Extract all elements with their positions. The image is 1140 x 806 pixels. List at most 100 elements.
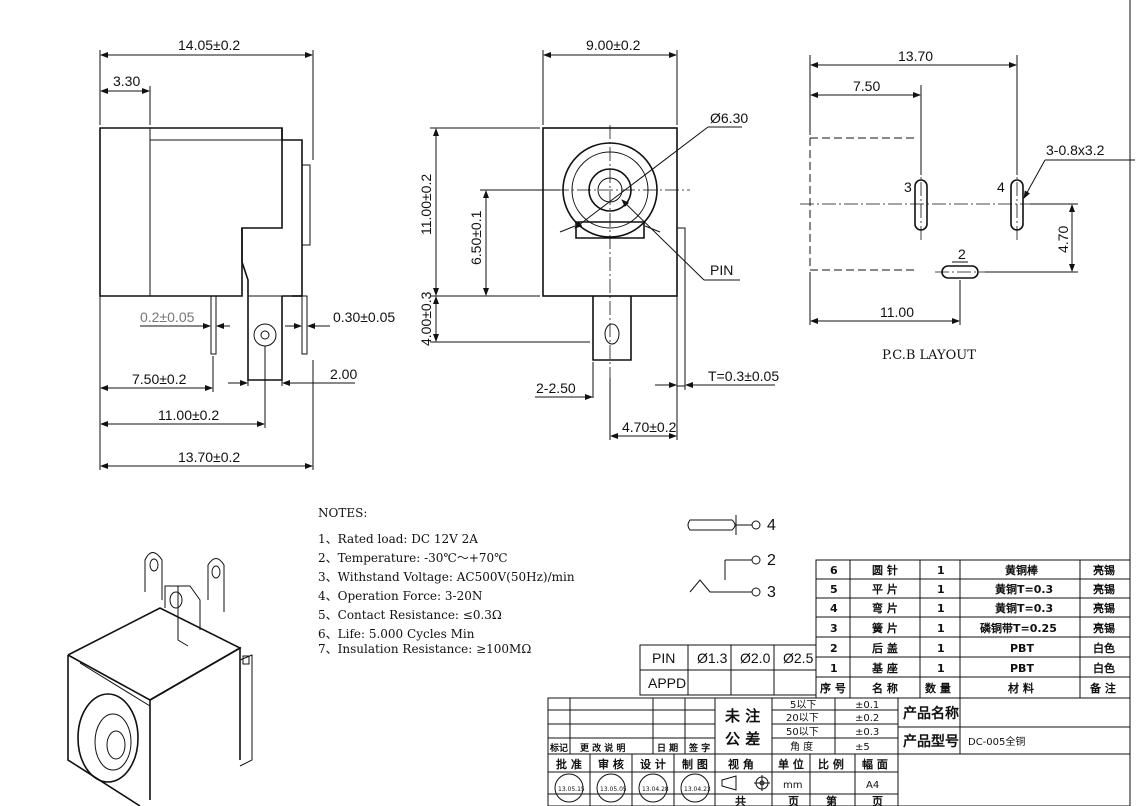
revision-header: 日 期 <box>657 742 678 754</box>
pin-label: PIN <box>710 262 733 278</box>
bom-cell: 亮锡 <box>1093 563 1115 577</box>
pin-table-header: Ø1.3 <box>697 650 728 666</box>
pcb-layout <box>800 55 1135 325</box>
bom-cell: 1 <box>937 642 945 655</box>
sign-header: 设 计 <box>640 757 666 771</box>
bom-cell: 1 <box>937 602 945 615</box>
dim-pin-width: 2-2.50 <box>536 380 576 396</box>
bom-header: 序 号 <box>820 681 846 695</box>
dim-pcb-first: 7.50 <box>853 78 880 94</box>
bom-cell: 白色 <box>1093 641 1115 655</box>
note-item: 5、Contact Resistance: ≤0.3Ω <box>318 608 502 622</box>
dim-pcb-total: 13.70 <box>898 48 933 64</box>
bom-cell: 黄铜T=0.3 <box>995 601 1053 615</box>
dim-pin2: 11.00±0.2 <box>158 407 219 423</box>
tolerance-value: ±0.3 <box>855 727 879 738</box>
dim-overall-bottom: 13.70±0.2 <box>178 449 240 465</box>
bom-cell: 6 <box>830 564 838 577</box>
note-item: 7、Insulation Resistance: ≥100MΩ <box>318 642 531 656</box>
approval-stamp <box>596 773 626 803</box>
approval-stamp <box>554 773 584 803</box>
bom-cell: 亮锡 <box>1093 621 1115 635</box>
paper-value: A4 <box>866 780 879 791</box>
bom-cell: 白色 <box>1093 661 1115 675</box>
stamp-date: 13.05.05 <box>600 786 627 793</box>
bom-header: 备 注 <box>1089 681 1116 695</box>
dim-pin-thickness-left: 0.2±0.05 <box>140 309 195 325</box>
pcb-pin-4-label: 4 <box>997 179 1005 195</box>
view-header: 比 例 <box>818 757 844 771</box>
pcb-pin-2-label: 2 <box>958 246 966 262</box>
approval-stamp <box>638 773 668 803</box>
product-name-label: 产品名称 <box>903 705 959 722</box>
revision-header: 签 字 <box>688 742 710 754</box>
sign-header: 制 图 <box>682 757 708 771</box>
bom-cell: 4 <box>830 602 838 615</box>
dim-pcb-vertical: 4.70 <box>1055 226 1071 253</box>
revision-header: 标记 <box>549 742 568 754</box>
bom-header: 名 称 <box>872 681 898 695</box>
bom-cell: PBT <box>1010 662 1034 675</box>
tolerance-label: 公 差 <box>725 730 760 748</box>
dim-hole: Ø6.30 <box>710 110 748 126</box>
dim-pcb-bottom: 11.00 <box>880 304 914 320</box>
bom-table <box>815 559 1131 699</box>
bom-cell: 1 <box>937 564 945 577</box>
bom-cell: 2 <box>830 642 838 655</box>
tolerance-range: 角 度 <box>790 740 813 753</box>
unit-value: mm <box>783 780 802 791</box>
notes-heading: NOTES: <box>318 506 367 520</box>
projection-symbol-icon <box>721 775 737 791</box>
note-item: 4、Operation Force: 3-20N <box>318 589 482 603</box>
stamp-date: 13.05.15 <box>558 786 585 793</box>
dim-pin-position: 4.70±0.2 <box>622 419 677 435</box>
schematic-pin-4: 4 <box>767 517 776 534</box>
page-label: 页 <box>872 795 883 806</box>
side-body <box>99 127 283 297</box>
slot-3 <box>914 179 928 231</box>
page-label: 共 <box>735 794 746 806</box>
approval-stamp <box>680 773 710 803</box>
bom-cell: 后 盖 <box>872 641 898 655</box>
bom-cell: 圆 针 <box>872 563 898 577</box>
bom-cell: 5 <box>830 583 838 596</box>
bom-cell: 磷铜带T=0.25 <box>980 621 1057 635</box>
pcb-caption: P.C.B LAYOUT <box>882 348 976 363</box>
dim-front-center: 6.50±0.1 <box>468 210 484 265</box>
note-item: 3、Withstand Voltage: AC500V(50Hz)/min <box>318 570 575 584</box>
tolerance-label: 未 注 <box>724 707 760 725</box>
slot-spec: 3-0.8x3.2 <box>1046 142 1105 158</box>
front-view <box>430 50 775 440</box>
bom-cell: 基 座 <box>871 661 898 675</box>
bom-cell: 簧 片 <box>872 621 898 635</box>
tolerance-value: ±0.1 <box>855 700 879 711</box>
bom-cell: 黄铜棒 <box>1005 563 1039 577</box>
pcb-pin-3-label: 3 <box>904 179 912 195</box>
dim-thickness: T=0.3±0.05 <box>708 368 779 384</box>
bom-cell: 弯 片 <box>872 601 898 615</box>
pin-table-header: Ø2.5 <box>783 650 814 666</box>
isometric-view <box>67 552 253 806</box>
sign-header: 批 准 <box>556 757 582 771</box>
product-model: DC-005全铜 <box>968 735 1025 748</box>
title-block <box>547 697 1131 806</box>
note-item: 2、Temperature: -30℃～+70℃ <box>318 551 508 565</box>
bom-cell: 黄铜T=0.3 <box>995 582 1053 596</box>
dim-pin1: 7.50±0.2 <box>132 371 187 387</box>
bom-header: 数 量 <box>925 681 951 695</box>
view-header: 幅 面 <box>862 757 888 771</box>
page-label: 第 <box>826 794 837 806</box>
page-label: 页 <box>788 795 799 806</box>
note-item: 1、Rated load: DC 12V 2A <box>318 532 478 546</box>
side-view <box>99 50 355 470</box>
bom-cell: 亮锡 <box>1093 582 1115 596</box>
bom-cell: 平 片 <box>872 582 898 596</box>
dim-front-width: 9.00±0.2 <box>586 37 641 53</box>
dim-front-height: 11.00±0.2 <box>418 174 434 235</box>
note-item: 6、Life: 5.000 Cycles Min <box>318 627 475 641</box>
bom-cell: 亮锡 <box>1093 601 1115 615</box>
dim-pin-length: 4.00±0.3 <box>418 291 434 346</box>
view-header: 单 位 <box>778 757 804 771</box>
tolerance-value: ±5 <box>855 742 870 753</box>
